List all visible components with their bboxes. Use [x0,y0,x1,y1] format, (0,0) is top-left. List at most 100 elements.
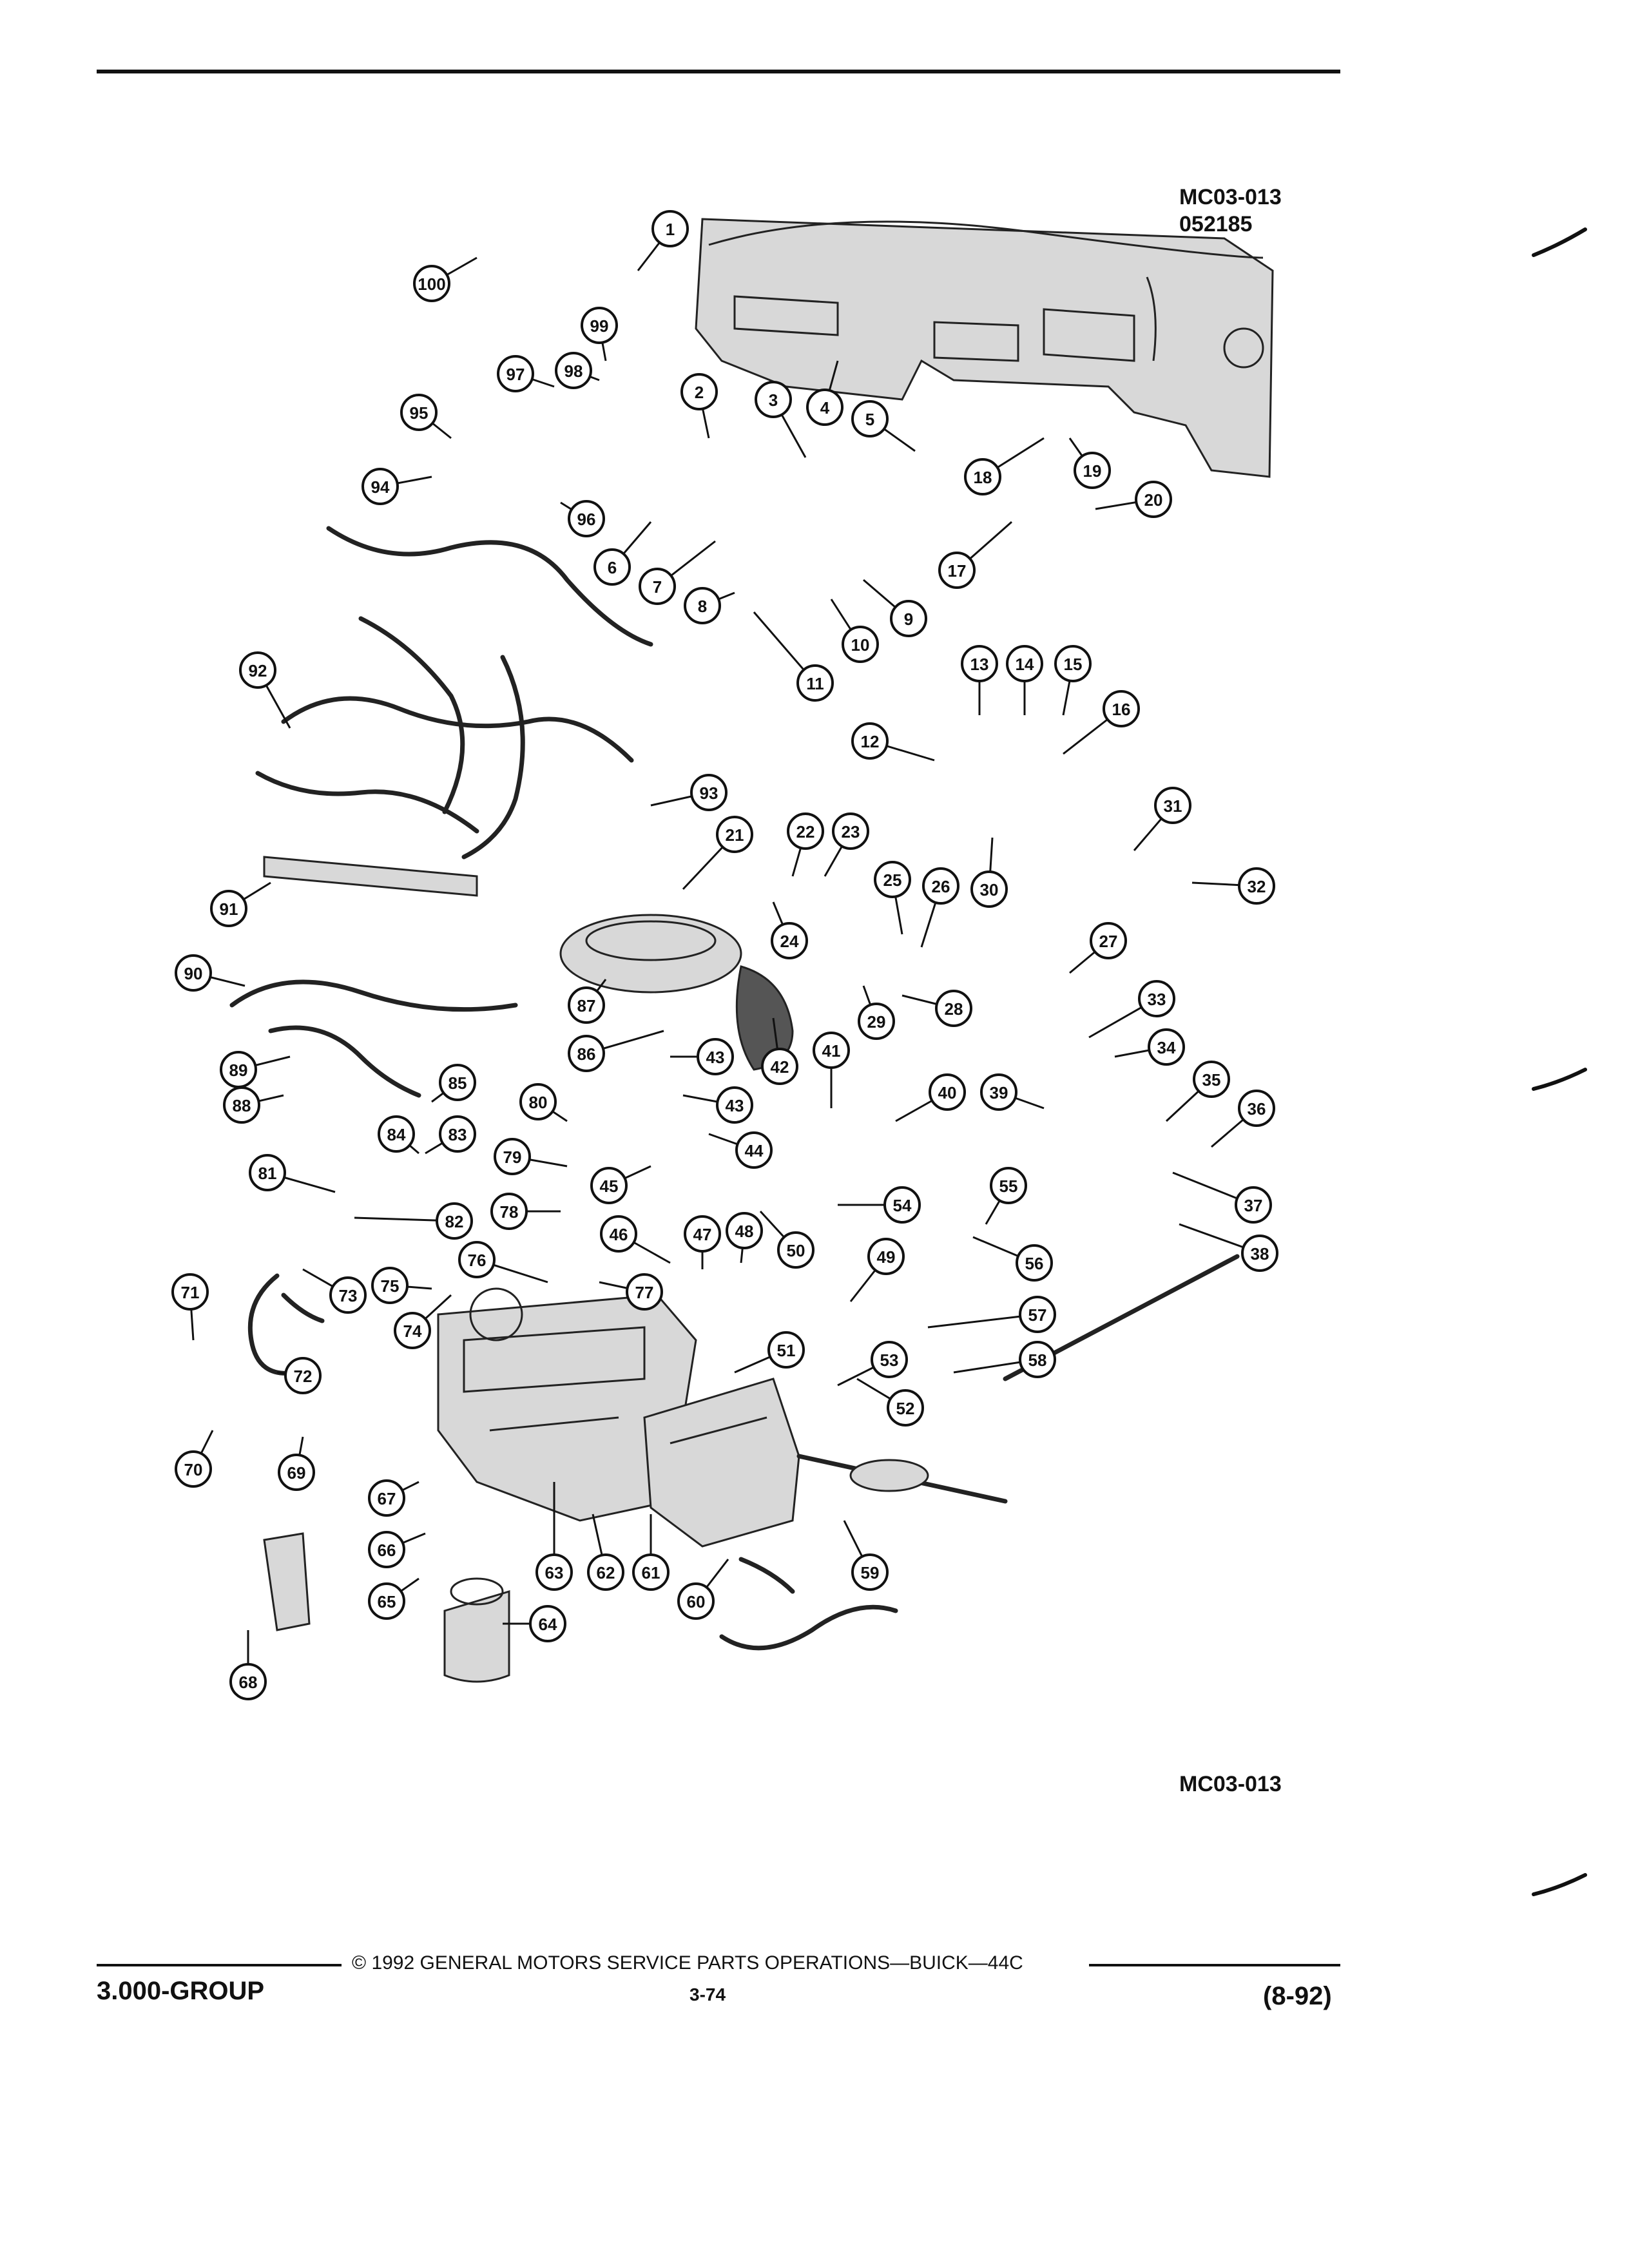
callout-number: 50 [787,1241,805,1260]
footer-rule-right [1089,1964,1340,1966]
callout-circle [529,1605,566,1642]
callout-12: 12 [851,722,889,760]
callout-number: 51 [777,1341,796,1360]
callout-31: 31 [1154,787,1191,824]
callout-circle [1019,1296,1056,1333]
callout-30: 30 [970,870,1008,908]
callout-circle [284,1357,322,1394]
callout-39: 39 [980,1073,1017,1111]
callout-23: 23 [832,812,869,850]
callout-number: 12 [861,732,880,751]
callout-93: 93 [690,774,728,811]
engine-wiring-harness [255,526,653,860]
callout-number: 84 [387,1125,406,1144]
callout-number: 80 [529,1093,548,1112]
callout-number: 69 [287,1463,306,1483]
callout-34: 34 [1148,1028,1185,1066]
callout-20: 20 [1135,481,1172,518]
callout-circle [568,986,605,1024]
callout-circle [990,1167,1027,1204]
callout-circle [832,812,869,850]
callout-circle [368,1582,405,1620]
callout-7: 7 [639,568,676,605]
callout-number: 32 [1248,877,1266,896]
callout-circle [1154,787,1191,824]
callout-number: 66 [378,1541,396,1560]
callout-circle [767,1331,805,1369]
callout-circle [535,1553,573,1591]
callout-circle [1019,1341,1056,1378]
callout-37: 37 [1235,1186,1272,1224]
callout-circle [929,1073,966,1111]
callout-circle [1135,481,1172,518]
callout-47: 47 [684,1215,721,1253]
callout-5: 5 [851,400,889,437]
callout-63: 63 [535,1553,573,1591]
callout-68: 68 [229,1663,267,1700]
callout-number: 47 [693,1225,712,1244]
callout-17: 17 [938,552,976,589]
callout-number: 3 [769,390,778,410]
callout-circle [175,954,212,992]
figure-code: MC03-013 [1179,185,1282,209]
callout-16: 16 [1103,690,1140,727]
callout-number: 34 [1157,1038,1176,1057]
callout-56: 56 [1016,1244,1053,1282]
callout-circle [851,722,889,760]
callout-27: 27 [1090,922,1127,959]
instrument-panel [695,218,1274,478]
callout-circle [1006,645,1043,682]
callout-circle [239,651,276,689]
callout-circle [716,816,753,853]
callout-number: 98 [564,361,583,381]
callout-circle [735,1131,773,1169]
callout-72: 72 [284,1357,322,1394]
callout-circle [761,1048,798,1085]
callout-circle [697,1038,734,1075]
callout-number: 65 [378,1592,396,1611]
callout-95: 95 [400,394,438,431]
callout-80: 80 [519,1083,557,1120]
callout-circle [684,1215,721,1253]
callout-21: 21 [716,816,753,853]
callout-circle [883,1186,921,1224]
copyright-line: © 1992 GENERAL MOTORS SERVICE PARTS OPER… [352,1952,1023,1974]
callout-15: 15 [1054,645,1092,682]
callout-24: 24 [771,922,808,959]
callout-62: 62 [587,1553,624,1591]
callout-number: 74 [403,1321,422,1341]
callout-29: 29 [858,1003,895,1040]
callout-number: 72 [294,1367,313,1386]
callout-number: 93 [700,783,718,803]
callout-43: 43 [697,1038,734,1075]
callout-circle [229,1663,267,1700]
callout-number: 61 [642,1563,660,1582]
steering-rack [796,1254,1240,1504]
callout-circle [394,1312,431,1349]
callout-circle [593,548,631,586]
callout-number: 10 [851,635,870,655]
air-cleaner [559,914,794,1071]
callout-circle [278,1454,315,1491]
callout-38: 38 [1241,1235,1278,1272]
callout-46: 46 [600,1215,637,1253]
callout-circle [368,1479,405,1517]
callout-number: 76 [468,1251,487,1270]
callout-number: 91 [220,899,238,919]
callout-circle [677,1582,715,1620]
callout-circle [887,1389,924,1427]
callout-85: 85 [439,1064,476,1101]
callout-43: 43 [716,1086,753,1124]
callout-41: 41 [813,1032,850,1069]
callout-circle [690,774,728,811]
callout-76: 76 [458,1241,496,1278]
callout-91: 91 [210,890,247,927]
callout-79: 79 [494,1138,531,1175]
callout-10: 10 [842,626,879,663]
callout-circle [1090,922,1127,959]
callout-circle [1103,690,1140,727]
callout-14: 14 [1006,645,1043,682]
callout-circle [413,265,450,302]
callout-number: 30 [980,880,999,899]
callout-circle [368,1531,405,1568]
